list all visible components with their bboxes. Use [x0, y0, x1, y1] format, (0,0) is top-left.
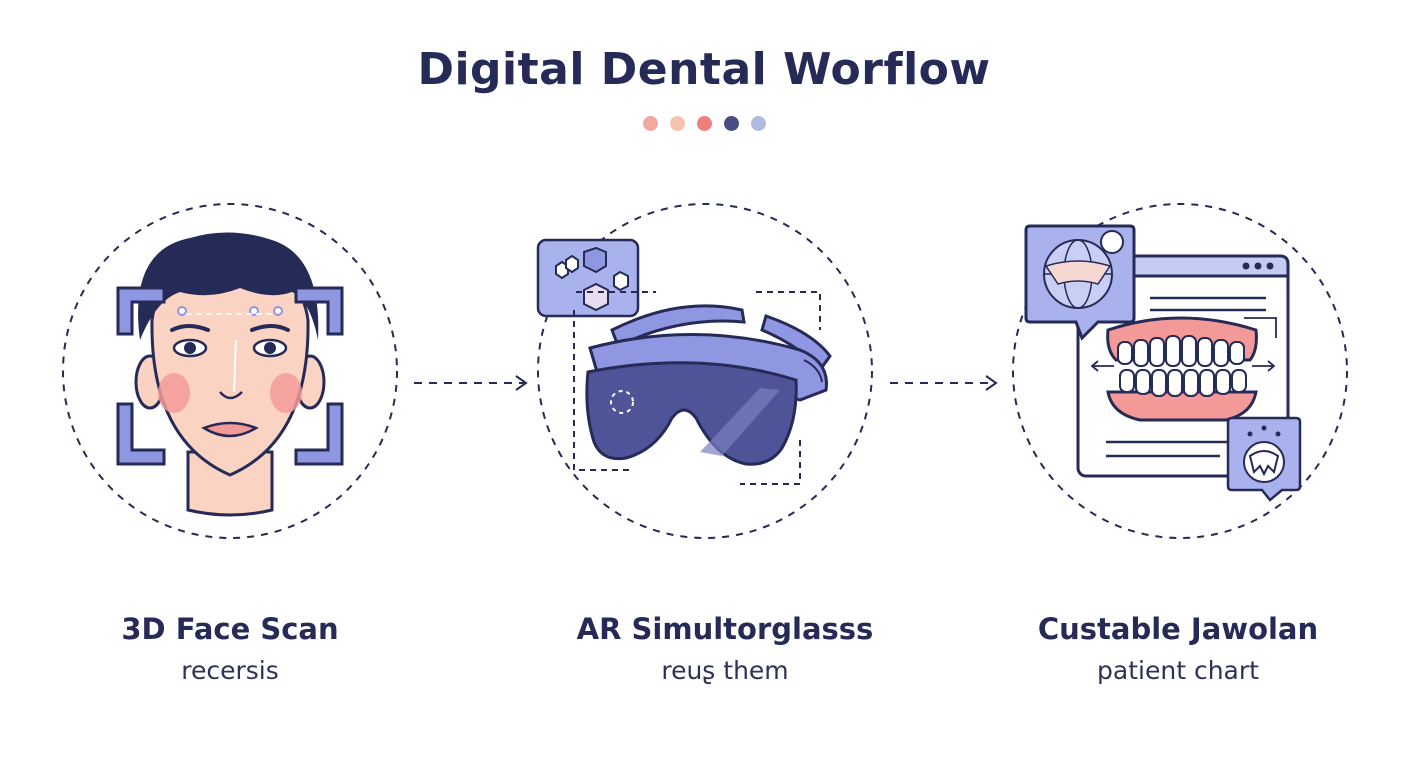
arrow-1 [414, 375, 528, 391]
dental-chart-icon [1024, 224, 1302, 502]
face-scan-icon [116, 232, 344, 517]
step-circle-3 [1012, 203, 1348, 539]
step-2-title: AR Simultorglasss [576, 612, 874, 646]
decorative-dots [0, 116, 1408, 131]
ar-glasses-icon [536, 238, 832, 485]
dot [669, 116, 685, 131]
dot [642, 116, 658, 131]
step-1-subtitle: recersis [181, 656, 279, 685]
step-3-title: Custable Jawolan [1037, 612, 1319, 646]
dot [723, 116, 739, 131]
step-3-subtitle: patient chart [1097, 656, 1259, 685]
dot [750, 116, 766, 131]
step-circle-2 [537, 203, 873, 539]
page-title: Digital Dental Worflow [417, 44, 991, 95]
dot [696, 116, 712, 131]
step-2-subtitle: reuʂ them [661, 656, 789, 685]
step-circle-1 [62, 203, 398, 539]
step-1-title: 3D Face Scan [121, 612, 339, 646]
arrow-2 [890, 375, 998, 391]
